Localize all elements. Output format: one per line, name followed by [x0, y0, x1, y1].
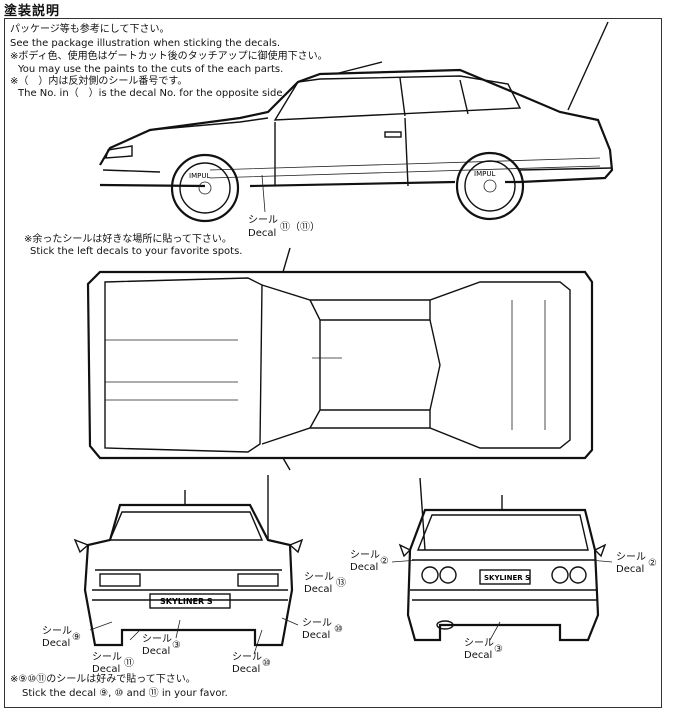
- front-decal-13-jp: シール: [304, 572, 334, 583]
- top-view-car: [86, 247, 594, 471]
- front-decal-10a-jp: シール: [232, 652, 262, 663]
- side-view-car: IMPUL IMPUL: [99, 21, 614, 223]
- page-frame: [4, 18, 662, 708]
- footer-note-en: Stick the decal ⑨, ⑩ and ⑪ in your favor…: [22, 688, 228, 699]
- page-title: 塗装説明: [4, 4, 61, 19]
- front-view-car: SKYLINER S: [73, 475, 304, 655]
- front-decal-10a-en: Decal: [232, 664, 261, 675]
- rear-decal-2a-num: ②: [380, 556, 389, 567]
- front-decal-10b-jp: シール: [302, 618, 332, 629]
- front-badge: SKYLINER S: [160, 597, 213, 606]
- leftover-note-jp: ※余ったシールは好きな場所に貼って下さい。: [24, 234, 232, 245]
- rear-decal-3-en: Decal: [464, 650, 493, 661]
- front-decal-3-jp: シール: [142, 634, 172, 645]
- front-decal-10a-num: ⑩: [262, 658, 271, 669]
- rear-decal-2b-num: ②: [648, 558, 657, 569]
- footer-note-jp: ※⑨⑩⑪のシールは好みで貼って下さい。: [10, 674, 196, 685]
- rear-decal-2b-jp: シール: [616, 552, 646, 563]
- front-decal-11-jp: シール: [92, 652, 122, 663]
- side-decal-label-jp: シール: [248, 215, 278, 226]
- front-decal-3-en: Decal: [142, 646, 171, 657]
- rear-badge: SKYLINER S: [484, 574, 530, 582]
- rear-decal-3-jp: シール: [464, 638, 494, 649]
- front-decal-13-en: Decal: [304, 584, 333, 595]
- side-decal-label-en: Decal: [248, 228, 277, 239]
- front-decal-10b-en: Decal: [302, 630, 331, 641]
- side-decal-number: ⑪（⑪）: [280, 222, 320, 233]
- intro-line-2: See the package illustration when sticki…: [10, 38, 281, 49]
- front-decal-11-num: ⑪: [124, 658, 134, 669]
- intro-line-3: ※ボディ色、使用色はゲートカット後のタッチアップに御使用下さい。: [10, 51, 328, 62]
- wheel-badge-front: IMPUL: [189, 172, 210, 180]
- rear-decal-2b-en: Decal: [616, 564, 645, 575]
- rear-decal-2a-jp: シール: [350, 550, 380, 561]
- leftover-note-en: Stick the left decals to your favorite s…: [30, 246, 243, 257]
- front-decal-10b-num: ⑩: [334, 624, 343, 635]
- intro-line-5: ※（ ）内は反対側のシール番号です。: [10, 76, 188, 87]
- rear-decal-3-num: ③: [494, 644, 503, 655]
- front-decal-9-jp: シール: [42, 626, 72, 637]
- front-decal-9-num: ⑨: [72, 632, 81, 643]
- front-decal-13-num: ⑬: [336, 578, 346, 589]
- front-decal-3-num: ③: [172, 640, 181, 651]
- intro-line-1: パッケージ等も参考にして下さい。: [10, 24, 170, 35]
- rear-decal-2a-en: Decal: [350, 562, 379, 573]
- intro-line-6: The No. in（ ）is the decal No. for the op…: [18, 88, 286, 99]
- front-decal-11-en: Decal: [92, 664, 121, 675]
- rear-view-car: SKYLINER S: [391, 477, 613, 642]
- intro-line-4: You may use the paints to the cuts of th…: [18, 64, 284, 75]
- front-decal-9-en: Decal: [42, 638, 71, 649]
- wheel-badge-rear: IMPUL: [474, 170, 495, 178]
